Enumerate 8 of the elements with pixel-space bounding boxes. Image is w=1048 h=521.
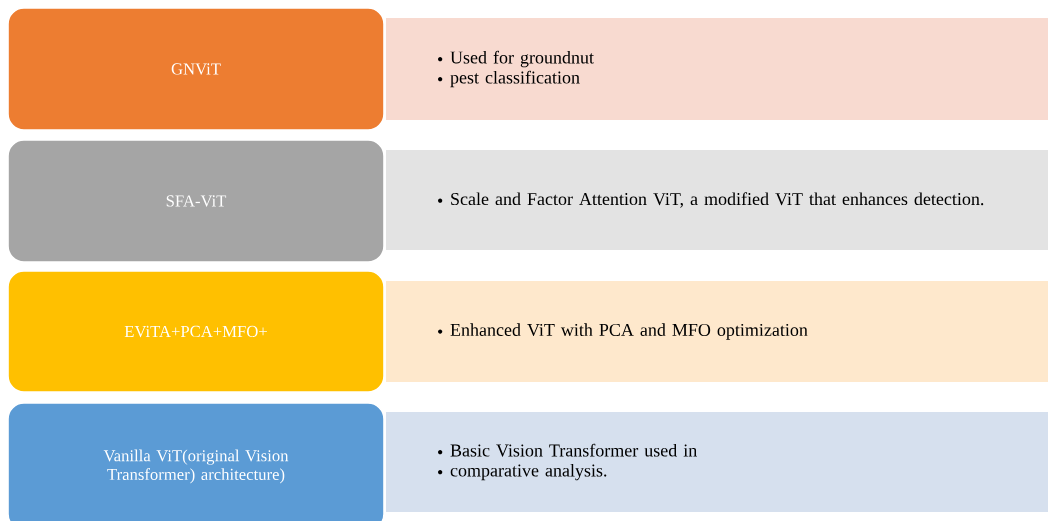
description-panel: Scale and Factor Attention ViT, a modified ViT that enhances detection.	[386, 150, 1048, 250]
model-box: Vanilla ViT(original Vision Transformer) architecture)	[7, 402, 385, 521]
description-panel: Used for groundnut pest classification	[386, 18, 1048, 120]
model-box: SFA-ViT	[7, 139, 385, 263]
model-box: EViTA+PCA+MFO+	[7, 270, 385, 393]
model-box: GNViT	[7, 7, 385, 131]
description-panel: Enhanced ViT with PCA and MFO optimization	[386, 281, 1048, 382]
description-panel: Basic Vision Transformer used in comparative analysis.	[386, 412, 1048, 512]
